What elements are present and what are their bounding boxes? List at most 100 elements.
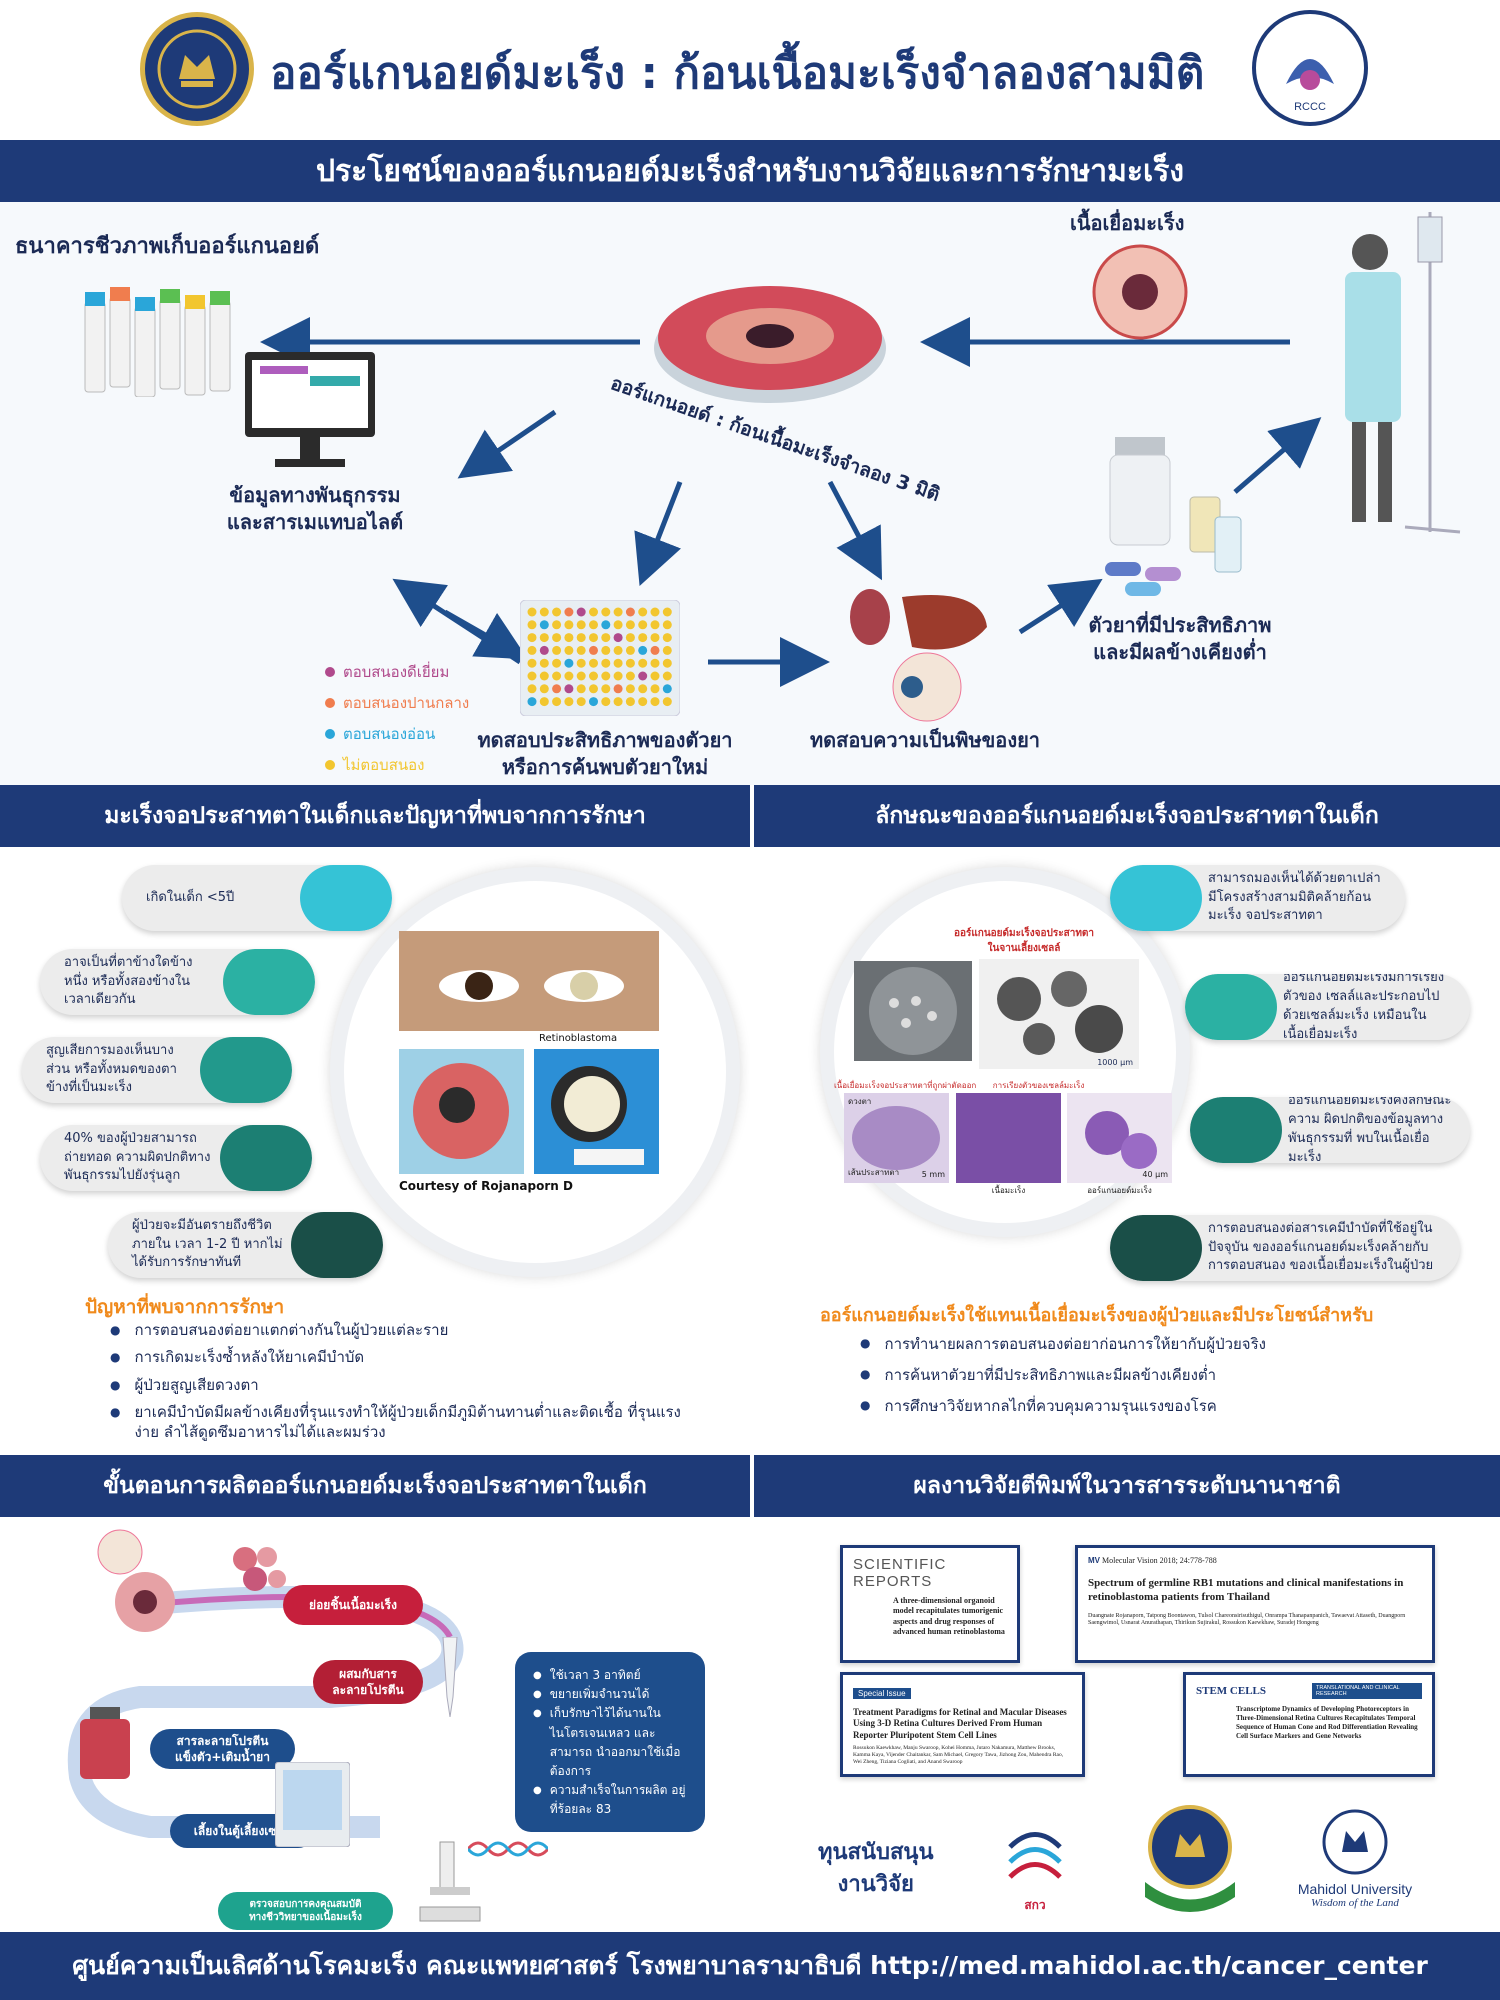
section-production-header: ขั้นตอนการผลิตออร์แกนอยด์มะเร็งจอประสาทต…: [0, 1455, 750, 1517]
paper-molecular-vision: MV Molecular Vision 2018; 24:778-788 Spe…: [1075, 1545, 1435, 1663]
info-item: ความสำเร็จในการผลิต อยู่ที่ร้อยละ 83: [533, 1781, 687, 1819]
benefits-list: การทำนายผลการตอบสนองต่อยาก่อนการให้ยากับ…: [860, 1332, 1460, 1425]
info-item: ใช้เวลา 3 อาทิตย์: [533, 1666, 687, 1685]
pill-text: ออร์แกนอยด์มะเร็งคงลักษณะความ ผิดปกติของ…: [1288, 1097, 1452, 1163]
step-solidify: สารละลายโปรตีน แข็งตัว+เติมน้ำยา: [150, 1729, 295, 1769]
bullet-item: การทำนายผลการตอบสนองต่อยาก่อนการให้ยากับ…: [860, 1332, 1460, 1356]
bullet-item: การศึกษาวิจัยหากลไกที่ควบคุมความรุนแรงขอ…: [860, 1394, 1460, 1418]
clinical-image-circle: Retinoblastoma Courtesy of Rojanaporn D: [330, 867, 740, 1277]
microscope-icon: [410, 1837, 490, 1927]
enucleation-photo: [399, 1049, 524, 1174]
incubator-icon: [274, 1761, 351, 1848]
patient-with-iv-icon: [1320, 212, 1470, 542]
pill-text: การตอบสนองต่อสารเคมีบำบัดที่ใช้อยู่ในปัจ…: [1208, 1220, 1434, 1274]
section-retinoblastoma-header: มะเร็งจอประสาทตาในเด็กและปัญหาที่พบจากกา…: [0, 785, 750, 847]
fact-pill: 40% ของผู้ป่วยสามารถถ่ายทอด ความผิดปกติท…: [40, 1125, 312, 1191]
legend-item: ตอบสนองอ่อน: [325, 722, 469, 746]
legend-label: ตอบสนองอ่อน: [343, 725, 436, 743]
info-item: ขยายเพิ่มจำนวนได้: [533, 1685, 687, 1704]
flow-arrows: [260, 317, 1322, 687]
step-mix-protein: ผสมกับสาร ละลายโปรตีน: [313, 1660, 423, 1704]
fact-pill: สามารถมองเห็นได้ด้วยตาเปล่า มีโครงสร้างส…: [1110, 865, 1405, 931]
fact-pill: เกิดในเด็ก <5ปี: [122, 865, 392, 931]
tumor-tissue-label: เนื้อเยื่อมะเร็ง: [1070, 211, 1185, 235]
legend-item: ตอบสนองปานกลาง: [325, 691, 469, 715]
mahidol-university-logo: Mahidol University Wisdom of the Land: [1285, 1807, 1425, 1922]
fact-pill: ออร์แกนอยด์มะเร็งมีการเรียงตัวของ เซลล์แ…: [1185, 974, 1470, 1040]
courtesy-caption: Courtesy of Rojanaporn D: [399, 1179, 573, 1193]
legend-label: ตอบสนองปานกลาง: [343, 694, 470, 712]
section-production: ย่อยชิ้นเนื้อมะเร็ง ผสมกับสาร ละลายโปรตี…: [0, 1517, 750, 1932]
pill-text: ออร์แกนอยด์มะเร็งมีการเรียงตัวของ เซลล์แ…: [1283, 974, 1445, 1040]
retinoblastoma-label: Retinoblastoma: [539, 1033, 618, 1044]
rccc-emblem-icon: RCCC: [1286, 59, 1334, 113]
section-benefits-title: ประโยชน์ของออร์แกนอยด์มะเร็งสำหรับงานวิจ…: [316, 153, 1184, 189]
sample-tubes-icon: [80, 277, 240, 398]
fact-pill: สูญเสียการมองเห็นบางส่วน หรือทั้งหมดของต…: [22, 1037, 292, 1103]
legend-item: ตอบสนองดีเยี่ยม: [325, 660, 469, 684]
section-publications-title: ผลงานวิจัยตีพิมพ์ในวารสารระดับนานาชาติ: [913, 1473, 1341, 1499]
patient-eye-photo: [399, 931, 659, 1031]
pipette-icon: [435, 1636, 465, 1718]
footer: ศูนย์ความเป็นเลิศด้านโรคมะเร็ง คณะแพทยศา…: [0, 1932, 1500, 2000]
section-benefits: ธนาคารชีวภาพเก็บออร์แกนอยด์ ออร์แกนอยด์ …: [0, 202, 1500, 785]
pill-accent: [223, 949, 315, 1015]
step-verify: ตรวจสอบการคงคุณสมบัติ ทางชีววิทยาของเนื้…: [218, 1892, 393, 1930]
pill-text: อาจเป็นที่ตาข้างใดข้างหนึ่ง หรือทั้งสองข…: [64, 954, 193, 1008]
section-organoid-characteristics: ออร์แกนอยด์มะเร็งจอประสาทตา ในจานเลี้ยงเ…: [750, 847, 1500, 1455]
organoid-dish-icon: [648, 270, 893, 410]
paper-scientific-reports: SCIENTIFIC REPORTS A three-dimensional o…: [840, 1545, 1020, 1663]
pill-accent: [220, 1125, 312, 1191]
effective-drug-label: ตัวยาที่มีประสิทธิภาพ และมีผลข้างเคียงต่…: [1088, 613, 1272, 664]
fact-pill: อาจเป็นที่ตาข้างใดข้างหนึ่ง หรือทั้งสองข…: [40, 949, 315, 1015]
cancer-tissue-histology: เนื้อมะเร็ง: [956, 1093, 1061, 1195]
organoid-micrograph: 1000 µm: [979, 959, 1139, 1069]
pill-text: เกิดในเด็ก <5ปี: [146, 889, 235, 905]
section-organoid-characteristics-header: ลักษณะของออร์แกนอยด์มะเร็งจอประสาทตาในเด…: [754, 785, 1500, 847]
well-plate-icon: [519, 599, 681, 717]
tumor-tissue-icon: [1085, 242, 1195, 342]
genomic-data-label: ข้อมูลทางพันธุกรรม และสารเมแทบอไลต์: [226, 483, 404, 534]
fact-pill: ผู้ป่วยจะมีอันตรายถึงชีวิตภายใน เวลา 1-2…: [108, 1212, 383, 1278]
legend-dot: [325, 760, 335, 770]
pill-accent: [1185, 974, 1277, 1040]
legend-item: ไม่ตอบสนอง: [325, 753, 469, 777]
bullet-item: ยาเคมีบำบัดมีผลข้างเคียงที่รุนแรงทำให้ผู…: [110, 1402, 690, 1443]
paper-stem-cells: STEM CELLS TRANSLATIONAL AND CLINICAL RE…: [1183, 1672, 1435, 1777]
fact-pill: ออร์แกนอยด์มะเร็งคงลักษณะความ ผิดปกติของ…: [1190, 1097, 1470, 1163]
bullet-item: การตอบสนองต่อยาแตกต่างกันในผู้ป่วยแต่ละร…: [110, 1320, 690, 1340]
ramathibodi-faculty-logo: [1135, 1802, 1245, 1917]
legend-dot: [325, 667, 335, 677]
pill-accent: [200, 1037, 292, 1103]
pill-accent: [1190, 1097, 1282, 1163]
response-legend: ตอบสนองดีเยี่ยมตอบสนองปานกลางตอบสนองอ่อน…: [325, 660, 469, 784]
toxicity-label: ทดสอบความเป็นพิษของยา: [809, 728, 1041, 752]
pill-accent: [1110, 1215, 1202, 1281]
pill-accent: [300, 865, 392, 931]
mahidol-logo: [140, 12, 254, 126]
section-publications-header: ผลงานวิจัยตีพิมพ์ในวารสารระดับนานาชาติ: [754, 1455, 1500, 1517]
pill-accent: [1110, 865, 1202, 931]
section-retinoblastoma: Retinoblastoma Courtesy of Rojanaporn D …: [0, 847, 750, 1455]
tissue-section-photo: ดวงตา เส้นประสาทตา 5 mm: [844, 1093, 949, 1183]
paper-treatment-paradigms: Special Issue Treatment Paradigms for Re…: [840, 1672, 1085, 1777]
problems-heading: ปัญหาที่พบจากการรักษา: [85, 1296, 285, 1318]
legend-label: ไม่ตอบสนอง: [343, 756, 425, 774]
step-digest-tissue: ย่อยชิ้นเนื้อมะเร็ง: [283, 1585, 423, 1625]
organs-icon: [842, 587, 992, 732]
medicine-bottles-icon: [1105, 437, 1245, 597]
footer-text: ศูนย์ความเป็นเลิศด้านโรคมะเร็ง คณะแพทยศา…: [72, 1951, 1428, 1980]
legend-dot: [325, 698, 335, 708]
tumor-specimen-photo: [534, 1049, 659, 1174]
legend-label: ตอบสนองดีเยี่ยม: [343, 663, 450, 681]
section-retinoblastoma-title: มะเร็งจอประสาทตาในเด็กและปัญหาที่พบจากกา…: [104, 803, 646, 829]
bullet-item: ผู้ป่วยสูญเสียดวงตา: [110, 1375, 690, 1395]
pill-text: ผู้ป่วยจะมีอันตรายถึงชีวิตภายใน เวลา 1-2…: [132, 1217, 283, 1271]
legend-dot: [325, 729, 335, 739]
dna-strand-icon: [466, 1837, 550, 1862]
bullet-item: การเกิดมะเร็งซ้ำหลังให้ยาเคมีบำบัด: [110, 1347, 690, 1367]
culture-medium-bottle-icon: [70, 1707, 140, 1787]
fact-pill: การตอบสนองต่อสารเคมีบำบัดที่ใช้อยู่ในปัจ…: [1110, 1215, 1460, 1281]
pill-text: สูญเสียการมองเห็นบางส่วน หรือทั้งหมดของต…: [46, 1042, 177, 1096]
section-organoid-characteristics-title: ลักษณะของออร์แกนอยด์มะเร็งจอประสาทตาในเด…: [875, 803, 1379, 829]
